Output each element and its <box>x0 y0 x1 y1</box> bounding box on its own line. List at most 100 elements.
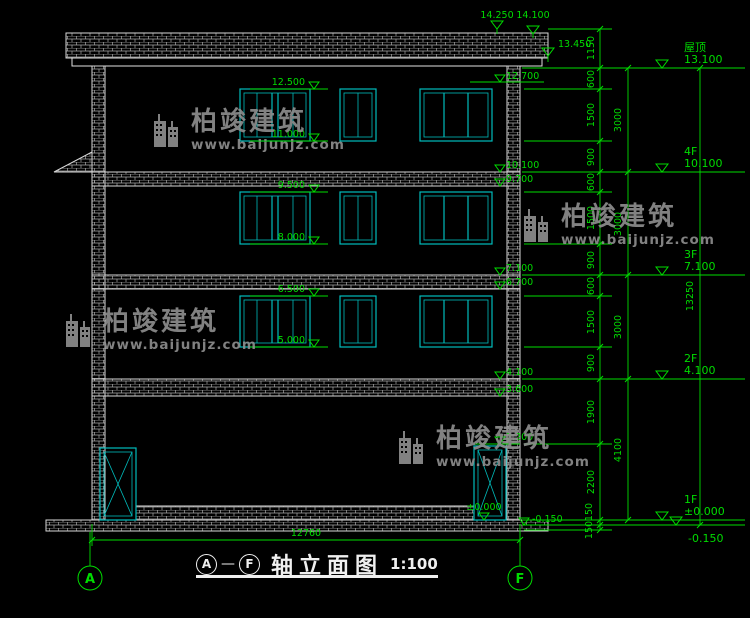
elevation-marker: 2F 4.100 <box>648 352 745 380</box>
window <box>339 191 377 245</box>
floor-name-label: 4F <box>684 145 697 158</box>
window <box>339 295 377 348</box>
elevation-value-label: 10.100 <box>684 157 723 170</box>
elevation-triangle-icon <box>308 81 320 90</box>
floor-slab-band <box>91 274 521 290</box>
elevation-value-label: 6.500 <box>278 284 305 295</box>
roof-eave-board <box>71 57 543 67</box>
level-annotation: 9.700 <box>494 174 533 187</box>
dimension-chain-lines <box>599 29 701 530</box>
elevation-marker: -0.150 <box>648 516 745 545</box>
elevation-value-label: 10.100 <box>506 160 539 171</box>
elevation-triangle-icon <box>541 47 555 57</box>
dim-label: 1500 <box>586 206 597 230</box>
elevation-triangle-icon <box>494 388 506 397</box>
level-annotation: 12.700 <box>470 71 544 83</box>
dim-label: 1500 <box>586 103 597 127</box>
elevation-value-label: -0.150 <box>532 514 563 525</box>
elevation-value-label: 11.000 <box>272 129 305 140</box>
extension-lines-major <box>522 28 708 526</box>
window <box>419 295 493 348</box>
dim-label: 150 <box>584 503 595 521</box>
elevation-marker: 屋顶 13.100 <box>648 41 745 69</box>
dim-label: 2200 <box>586 470 597 494</box>
door-left <box>99 447 137 521</box>
elevation-value-label: 7.100 <box>684 260 716 273</box>
level-annotation: 8.000 <box>250 232 328 245</box>
title-axis-circle-a: A <box>196 553 217 575</box>
axis-bubble-left <box>77 565 103 591</box>
dim-label: 13250 <box>685 281 696 311</box>
windows-2f <box>239 295 493 348</box>
dim-label: 3000 <box>613 315 624 339</box>
elevation-triangle-icon <box>655 59 669 69</box>
left-level-annotations: 12.500 11.000 9.500 8.000 6.500 5.000 <box>250 77 328 348</box>
right-dimension-system: 1150 600 1500 900 600 1500 900 600 1500 … <box>522 25 708 539</box>
dim-label: 1150 <box>586 36 597 60</box>
title-text: 轴立面图 <box>271 554 384 579</box>
door-right <box>473 445 507 521</box>
window <box>419 191 493 245</box>
elevation-triangle-icon <box>494 164 506 173</box>
level-annotation: 10.100 <box>494 160 539 173</box>
level-annotation: 3.600 <box>494 384 533 397</box>
elevation-value-label: 4.100 <box>506 367 533 378</box>
elevation-triangle-icon <box>494 178 506 187</box>
elevation-triangle-icon <box>494 281 506 290</box>
dim-label: 900 <box>586 251 597 269</box>
elevation-triangle-icon <box>494 436 506 445</box>
level-annotation: 5.000 <box>250 335 328 348</box>
elevation-value-label: -0.150 <box>688 532 723 545</box>
dim-label: 3000 <box>613 108 624 132</box>
title-scale: 1:100 <box>390 555 438 573</box>
elevation-triangle-icon <box>655 370 669 380</box>
dim-label: 900 <box>586 354 597 372</box>
elevation-triangle-icon <box>308 184 320 193</box>
title-axis-separator: — <box>221 556 235 572</box>
elevation-triangle-icon <box>669 516 683 526</box>
level-annotation: 11.000 <box>250 129 328 142</box>
wall-right-pier <box>506 65 521 521</box>
elevation-triangle-icon <box>494 267 506 276</box>
dim-label: 150 <box>584 521 595 539</box>
elevation-triangle-icon <box>308 288 320 297</box>
dim-label: 1500 <box>586 310 597 334</box>
level-annotation: 7.100 <box>494 263 533 276</box>
dim-label: 4100 <box>613 438 624 462</box>
floor-name-label: 3F <box>684 248 697 261</box>
elevation-value-label: 4.100 <box>684 364 716 377</box>
level-annotation: 2.200 <box>474 432 533 445</box>
elevation-triangle-icon <box>518 517 530 526</box>
level-annotation: 6.700 <box>494 277 533 290</box>
dim-label: 600 <box>586 277 597 295</box>
elevation-marker: 4F 10.100 <box>648 145 745 173</box>
title-axis-circle-f: F <box>239 553 260 575</box>
drawing-title: A — F 轴立面图 1:100 <box>196 548 438 580</box>
dim-label: 3000 <box>613 212 624 236</box>
right-level-annotations: 12.700 10.100 9.700 7.100 6.700 4.100 3.… <box>466 71 563 526</box>
axis-leader-lines <box>89 532 521 566</box>
elevation-marker: 3F 7.100 <box>648 248 745 276</box>
plinth-band <box>135 505 475 521</box>
floor-name-label: 1F <box>684 493 697 506</box>
top-elevation-markers: 14.250 14.100 13.450 <box>480 10 591 62</box>
elevation-triangle-icon <box>655 511 669 521</box>
floor-name-label: 屋顶 <box>684 41 706 54</box>
dim-label: 12760 <box>291 528 321 539</box>
window <box>419 88 493 142</box>
floor-name-label: 2F <box>684 352 697 365</box>
elevation-value-label: 7.100 <box>506 263 533 274</box>
level-annotation: 4.100 <box>494 367 533 380</box>
elevation-value-label: 3.600 <box>506 384 533 395</box>
axis-bubble-right <box>507 565 533 591</box>
dim-label: 900 <box>586 148 597 166</box>
title-underline <box>196 575 438 578</box>
elevation-triangle-icon <box>494 371 506 380</box>
elevation-triangle-icon <box>655 266 669 276</box>
elevation-value-label: 6.700 <box>506 277 533 288</box>
floor-elevation-markers: 屋顶 13.100 4F 10.100 3F 7.100 2F 4.100 1F… <box>648 41 745 545</box>
level-annotation: 6.500 <box>250 284 328 297</box>
elevation-triangle-icon <box>308 133 320 142</box>
elevation-value-label: 9.500 <box>278 180 305 191</box>
